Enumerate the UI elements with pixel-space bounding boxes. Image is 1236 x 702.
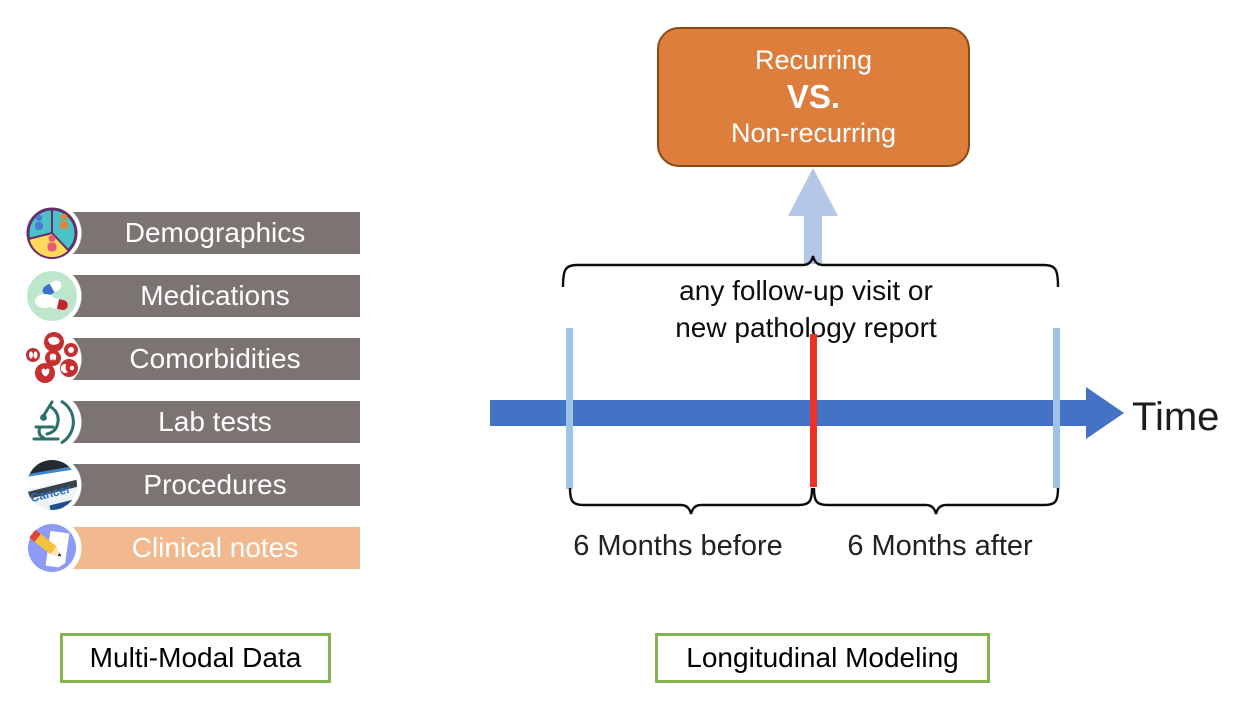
longitudinal-modeling-caption: Longitudinal Modeling xyxy=(655,633,990,683)
demographics-icon xyxy=(26,207,78,260)
outcome-line-recurring: Recurring xyxy=(754,45,873,75)
procedures-icon: Cancer xyxy=(27,460,77,510)
index-event-marker xyxy=(810,334,817,487)
event-annotation-line2: new pathology report xyxy=(675,312,937,343)
up-arrow-icon xyxy=(788,168,838,264)
time-axis-label: Time xyxy=(1132,395,1220,439)
modality-bar: Procedures xyxy=(70,464,360,506)
clinical-notes-icon xyxy=(28,524,76,572)
modality-row-demographics: Demographics xyxy=(24,205,364,261)
event-annotation-line1: any follow-up visit or xyxy=(679,275,933,306)
outcome-box: Recurring VS. Non-recurring xyxy=(657,27,970,167)
before-underbrace xyxy=(568,487,814,515)
medications-icon xyxy=(27,271,77,321)
lab-tests-icon xyxy=(32,399,75,445)
observation-window-overbrace xyxy=(561,255,1060,288)
before-window-label: 6 Months before xyxy=(573,530,783,562)
modality-row-clinical-notes: Clinical notes xyxy=(24,520,364,576)
timeline-bar xyxy=(490,400,1087,426)
event-annotation: any follow-up visit or new pathology rep… xyxy=(631,272,981,346)
after-underbrace xyxy=(812,487,1060,515)
modality-bar: Lab tests xyxy=(70,401,360,443)
comorbidities-icon xyxy=(26,332,78,383)
modality-bar: Comorbidities xyxy=(70,338,360,380)
modality-row-lab-tests: Lab tests xyxy=(24,394,364,450)
modality-row-medications: Medications xyxy=(24,268,364,324)
window-start-marker xyxy=(566,328,573,489)
outcome-line-vs: VS. xyxy=(786,78,841,115)
modality-row-comorbidities: Comorbidities xyxy=(24,331,364,387)
modality-row-procedures: Procedures Cancer xyxy=(24,457,364,513)
timeline-arrowhead-icon xyxy=(1086,387,1124,439)
modality-bar: Demographics xyxy=(70,212,360,254)
multi-modal-data-caption: Multi-Modal Data xyxy=(60,633,331,683)
window-end-marker xyxy=(1053,328,1060,488)
after-window-label: 6 Months after xyxy=(847,530,1033,562)
modality-bar: Medications xyxy=(70,275,360,317)
outcome-line-non-recurring: Non-recurring xyxy=(730,118,897,148)
modality-bar: Clinical notes xyxy=(70,527,360,569)
